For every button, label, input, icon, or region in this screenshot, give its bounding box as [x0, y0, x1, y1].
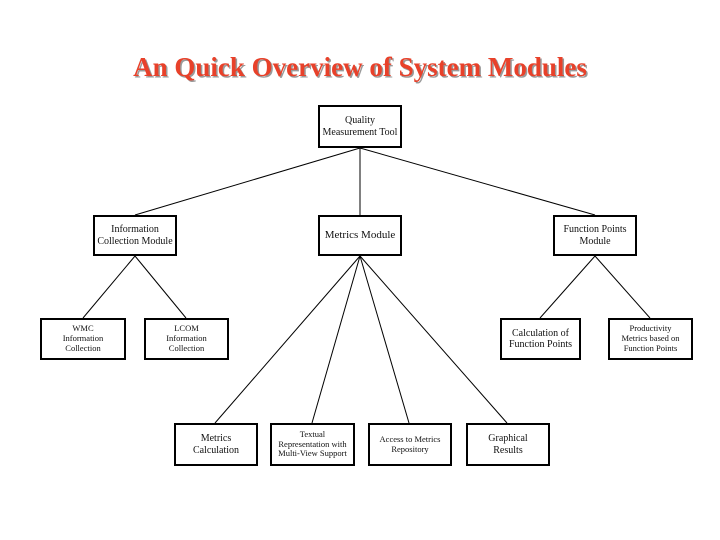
- node-calculation-of-function-points: Calculation of Function Points: [500, 318, 581, 360]
- edge-metrics-textual: [311, 255, 361, 424]
- page-title: An Quick Overview of System Modules: [133, 52, 587, 82]
- node-wmc-information-collection: WMC Information Collection: [40, 318, 126, 360]
- node-textual-representation: Textual Representation with Multi-View S…: [270, 423, 355, 466]
- node-lcom-information-collection: LCOM Information Collection: [144, 318, 229, 360]
- edge-fp-prod: [594, 255, 651, 319]
- edge-metrics-mcalc: [214, 255, 361, 424]
- edge-root-info: [134, 147, 361, 216]
- node-access-to-metrics-repository: Access to Metrics Repository: [368, 423, 452, 466]
- node-information-collection-module: Information Collection Module: [93, 215, 177, 256]
- edge-fp-calcfp: [539, 255, 596, 319]
- edge-info-wmc: [82, 255, 136, 319]
- node-metrics-module: Metrics Module: [318, 215, 402, 256]
- edge-metrics-access: [359, 255, 410, 424]
- node-function-points-module: Function Points Module: [553, 215, 637, 256]
- edge-metrics-graph: [359, 255, 508, 424]
- node-quality-measurement-tool: Quality Measurement Tool: [318, 105, 402, 148]
- node-productivity-metrics: Productivity Metrics based on Function P…: [608, 318, 693, 360]
- edge-root-fp: [359, 147, 596, 216]
- edge-info-lcom: [134, 255, 187, 319]
- node-graphical-results: Graphical Results: [466, 423, 550, 466]
- node-metrics-calculation: Metrics Calculation: [174, 423, 258, 466]
